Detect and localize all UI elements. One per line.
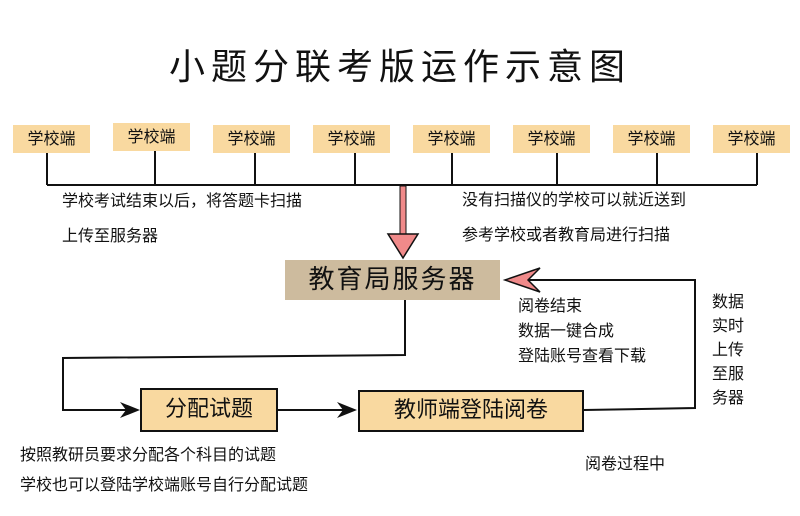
note-line: 学校也可以登陆学校端账号自行分配试题 [20, 475, 309, 494]
note-line: 数据一键合成 [518, 321, 615, 340]
school-node: 学校端 [213, 125, 290, 153]
school-node: 学校端 [413, 125, 490, 153]
school-node: 学校端 [113, 123, 190, 151]
pink-arrow-left-icon [502, 267, 541, 293]
page-title: 小题分联考版运作示意图 [168, 47, 631, 88]
right-note: 没有扫描仪的学校可以就近送到 参考学校或者教育局进行扫描 [462, 182, 686, 252]
note-line: 参考学校或者教育局进行扫描 [462, 225, 671, 244]
note-line: 上传至服务器 [62, 226, 159, 245]
result-note: 阅卷结束 数据一键合成 登陆账号查看下载 [518, 293, 646, 368]
left-note: 学校考试结束以后，将答题卡扫描 上传至服务器 [62, 183, 302, 253]
note-line: 没有扫描仪的学校可以就近送到 [462, 190, 687, 209]
arrow-right-icon [337, 402, 357, 418]
note-line: 登陆账号查看下载 [518, 346, 647, 365]
teacher-to-server-line [515, 279, 696, 411]
school-node: 学校端 [513, 125, 590, 153]
school-node: 学校端 [713, 125, 790, 153]
school-node: 学校端 [13, 125, 90, 153]
upload-note: 数据实时上传至服务器 [712, 292, 745, 407]
school-node: 学校端 [313, 125, 390, 153]
pink-arrow-down-icon [386, 185, 420, 260]
server-to-assign-line [62, 300, 406, 411]
assign-node: 分配试题 [140, 388, 278, 432]
assign-note: 按照教研员要求分配各个科目的试题 学校也可以登陆学校端账号自行分配试题 [20, 440, 308, 500]
process-note: 阅卷过程中 [585, 454, 666, 473]
note-line: 学校考试结束以后，将答题卡扫描 [62, 191, 303, 210]
note-line: 阅卷结束 [518, 296, 583, 315]
server-node: 教育局服务器 [285, 260, 500, 300]
note-line: 按照教研员要求分配各个科目的试题 [20, 445, 277, 464]
teacher-node: 教师端登陆阅卷 [358, 390, 584, 432]
school-node: 学校端 [613, 125, 690, 153]
arrow-right-icon [120, 402, 140, 418]
